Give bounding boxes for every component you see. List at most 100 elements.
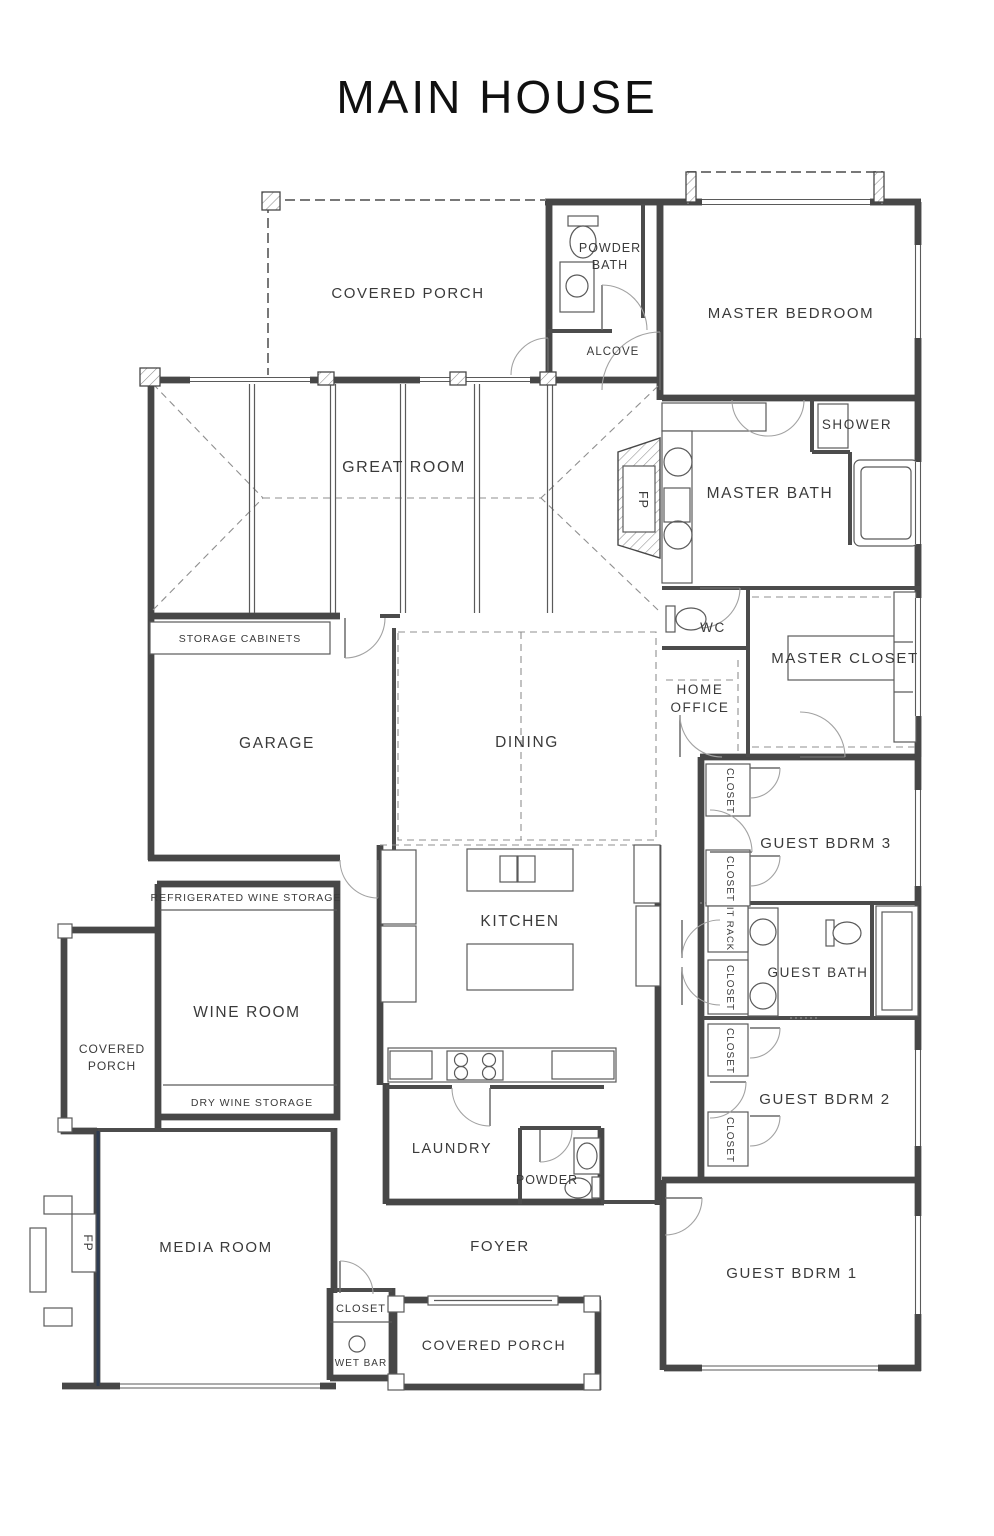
room-label-master-closet: MASTER CLOSET [771,650,919,667]
bathtub-inner [860,466,912,540]
bay-post [685,171,697,203]
sink-icon [749,982,777,1010]
room-labels: MAIN HOUSE COVERED PORCH POWDER BATH ALC… [79,71,919,1369]
label-closet-g3a: CLOSET [724,768,735,814]
room-label-covered-porch-bottom: COVERED PORCH [422,1337,566,1353]
room-label-alcove: ALCOVE [587,346,640,358]
media-pilaster [43,1195,73,1215]
closet-box-guest2-a [707,1023,749,1077]
guest-vanity [747,907,779,1017]
porch-column [261,191,281,211]
counter-cabinet-right [551,1050,615,1080]
master-bath-counter [661,402,767,432]
windows [120,197,923,1391]
media-fireplace-box [71,1213,97,1273]
bathtub-icon [853,459,919,547]
closet-wall-cabinets [893,591,917,743]
room-label-fp-media: FP [81,1234,95,1251]
room-label-laundry: LAUNDRY [412,1141,492,1157]
sink-icon [663,520,693,550]
dining-ceiling-lines [397,631,657,841]
kitchen-tall-cabinet-1 [633,844,661,904]
room-label-great-room: GREAT ROOM [342,459,466,476]
label-wet-bar: WET BAR [335,1358,387,1369]
columns [29,171,885,1391]
it-rack-box [707,905,749,953]
label-dry-wine: DRY WINE STORAGE [191,1097,313,1109]
master-closet-shelves [752,596,916,748]
covered-porch-top-outline [267,199,546,378]
kitchen-tall-cabinet-2 [635,905,661,987]
sink-icon [565,274,589,298]
guest-shower [875,905,919,1017]
porch-column [57,1117,73,1133]
porch-column [139,367,161,387]
label-it-rack: IT RACK [724,907,735,951]
toilet-icon [564,1177,592,1199]
porch-column [583,1295,601,1313]
porch-column [387,1295,405,1313]
kitchen-island-2 [466,943,574,991]
home-office-desk-outline [666,660,739,752]
toilet-icon [569,225,597,259]
wine-band-lines [160,909,337,1086]
cabinetry [71,402,919,1323]
island-drawer-1 [499,855,518,883]
label-closet-g3b: CLOSET [724,856,735,902]
room-label-guest-bdrm-1: GUEST BDRM 1 [726,1265,857,1282]
closet-box-hall [707,959,749,1015]
master-vanity [661,430,693,584]
room-label-guest-bath: GUEST BATH [767,965,868,980]
kitchen-island-1 [466,848,574,892]
room-label-powder-bath-2: BATH [592,258,628,272]
bay-post [873,171,885,203]
toilet-tank-icon [665,605,676,633]
island-drawer-2 [517,855,536,883]
room-label-guest-bdrm-3: GUEST BDRM 3 [760,835,891,852]
counter-cabinet-left [389,1050,433,1080]
room-label-master-bath: MASTER BATH [707,485,834,502]
column [539,371,557,386]
room-label-wine-room: WINE ROOM [193,1004,300,1021]
toilet-icon [832,921,862,945]
room-label-covered-porch-left-1: COVERED [79,1042,145,1056]
room-label-garage: GARAGE [239,735,315,752]
room-label-powder: POWDER [516,1173,578,1187]
pantry-box [380,925,417,1003]
great-room-fireplace [617,437,661,559]
vanity-cabinet [663,487,691,523]
closet-box-guest2-b [707,1111,749,1167]
great-room-ceiling-lines [152,383,659,611]
fixtures [348,215,862,1353]
room-label-foyer: FOYER [470,1238,530,1255]
great-room-beams [248,384,554,613]
media-chimney [29,1227,47,1293]
room-label-wc: WC [700,620,726,635]
room-label-master-bedroom: MASTER BEDROOM [708,305,875,322]
powder2-sink-counter [573,1137,601,1175]
sink-icon [576,1142,598,1170]
column [449,371,467,386]
sink-icon [348,1335,366,1353]
closet-cabinet-dividers [894,641,916,693]
firebox [622,465,656,533]
toilet-tank-icon [567,215,599,227]
master-shower-floor [817,403,849,449]
porch-column [583,1373,601,1391]
room-label-kitchen: KITCHEN [480,913,559,930]
plan-title: MAIN HOUSE [336,71,657,123]
doors [339,284,846,1295]
room-label-dining: DINING [495,734,559,751]
refrigerator-box [380,849,417,925]
room-label-covered-porch-top: COVERED PORCH [331,285,484,302]
closet-box-guest3-a [705,763,751,817]
media-pilaster [43,1307,73,1327]
cooktop-burners-icon [453,1052,497,1081]
room-label-home-office-1: HOME [677,682,724,697]
room-label-guest-bdrm-2: GUEST BDRM 2 [759,1091,890,1108]
room-label-powder-bath-1: POWDER [579,241,641,255]
powder-sink-counter [559,261,595,313]
label-closet-g2b: CLOSET [724,1117,735,1163]
label-closet-hall: CLOSET [724,965,735,1011]
